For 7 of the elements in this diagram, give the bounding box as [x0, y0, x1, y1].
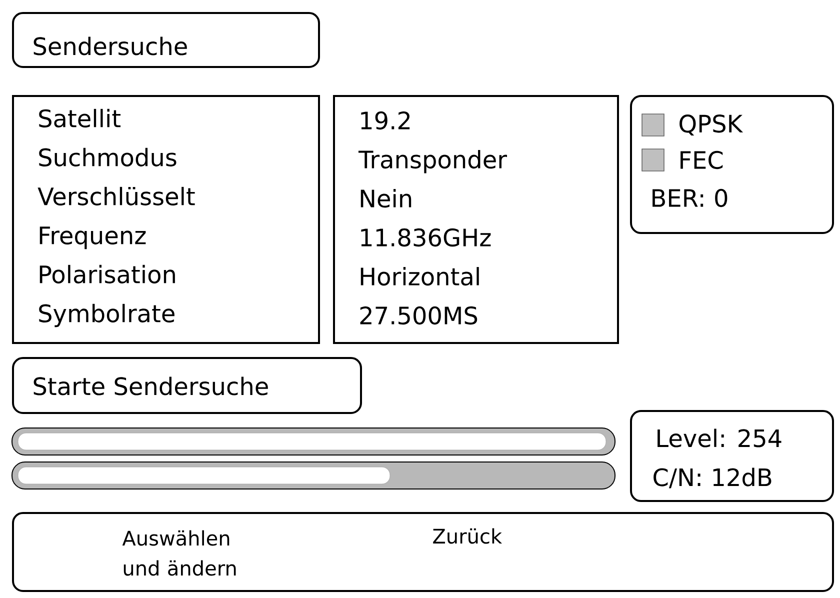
title-box: Sendersuche — [12, 12, 320, 68]
value-panel: 19.2 Transponder Nein 11.836GHz Horizontal 27.500MS — [333, 95, 619, 344]
label-panel: Satellit Suchmodus Verschlüsselt Frequenz Polarisation Symbolrate — [12, 95, 320, 344]
footer-bar: Auswählen und ändern Zurück — [12, 512, 834, 592]
status-panel: QPSK FEC BER: 0 — [630, 95, 834, 234]
start-button: Starte Sendersuche — [12, 357, 362, 414]
signal-panel: Level: 254 C/N: 12dB — [630, 410, 834, 502]
